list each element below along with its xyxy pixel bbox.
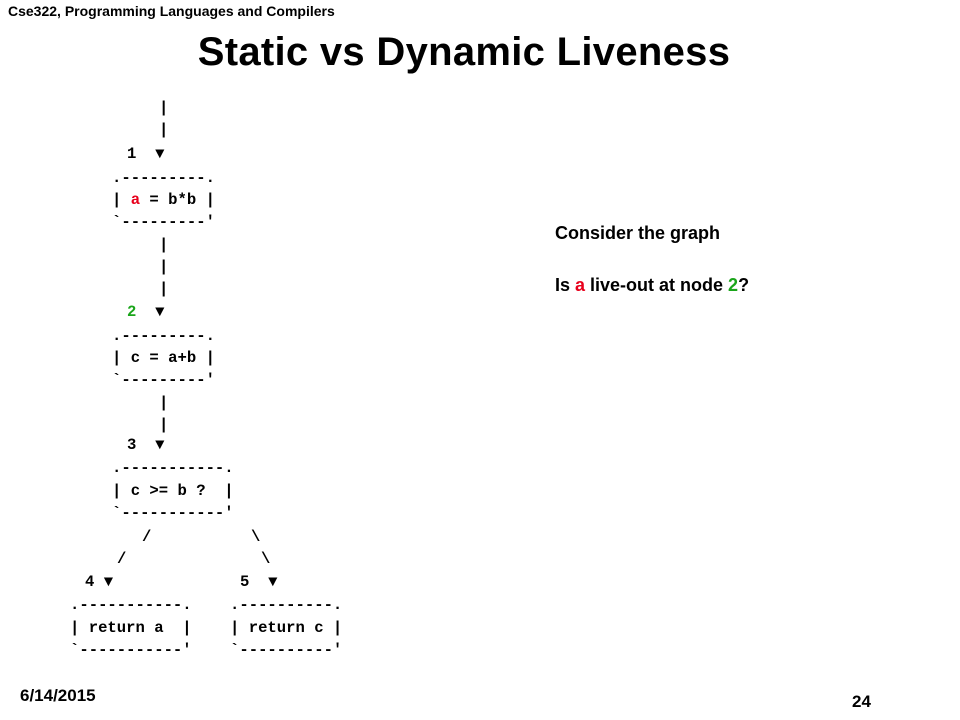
node-2-label: 2 ▼	[0, 301, 164, 323]
consider-text: Consider the graph	[555, 223, 721, 243]
arrow-down-icon: ▼	[155, 303, 165, 321]
node-4-box-mid: | return a |	[70, 619, 192, 637]
node-4-label: 4 ▼	[0, 571, 113, 593]
node-1-label: 1 ▼	[0, 143, 164, 165]
edge-line: |	[159, 258, 169, 276]
node-number: 5	[240, 573, 250, 591]
variable-a: a	[130, 191, 141, 209]
slide-title: Static vs Dynamic Liveness	[197, 30, 731, 74]
page-number: 24	[852, 692, 871, 711]
node-number: 4	[85, 573, 95, 591]
node-2-box-top: .---------.	[112, 327, 215, 345]
edge-line: |	[159, 236, 169, 254]
node-3-box-bottom: `-----------'	[112, 504, 234, 522]
arrow-down-icon: ▼	[155, 436, 165, 454]
box-border: |	[112, 191, 131, 209]
edge-line: |	[159, 121, 169, 139]
edge-line: |	[159, 394, 169, 412]
node-1-box-mid: | a = b*b |	[0, 189, 215, 211]
node-number: 1	[127, 145, 137, 163]
edge-line: |	[159, 280, 169, 298]
node-number: 2	[127, 303, 137, 321]
node-4-box-bottom: `-----------'	[70, 641, 192, 659]
course-header: Cse322, Programming Languages and Compil…	[8, 3, 335, 19]
branch-left-line: /	[117, 550, 127, 568]
branch-right-line: \	[261, 550, 271, 568]
node-1-box-bottom: `---------'	[112, 213, 215, 231]
node-4-box-top: .-----------.	[70, 596, 192, 614]
node-5-box-top: .----------.	[230, 596, 343, 614]
question-part: Is	[555, 275, 576, 295]
arrow-down-icon: ▼	[103, 573, 114, 591]
node-number: 3	[127, 436, 137, 454]
node-5-label: 5 ▼	[0, 571, 277, 593]
node-1-box-top: .---------.	[112, 169, 215, 187]
branch-left-line: /	[142, 528, 152, 546]
edge-line: |	[159, 99, 169, 117]
statement-text: = b*b |	[140, 191, 215, 209]
node-5-box-mid: | return c |	[230, 619, 343, 637]
footer-date: 6/14/2015	[20, 686, 96, 705]
arrow-down-icon: ▼	[155, 145, 165, 163]
node-5-box-bottom: `----------'	[230, 641, 343, 659]
node-ref: 2	[728, 275, 739, 295]
question-part: ?	[738, 275, 750, 295]
arrow-down-icon: ▼	[268, 573, 278, 591]
node-2-box-mid: | c = a+b |	[112, 349, 215, 367]
question-part: live-out at node	[585, 275, 729, 295]
edge-line: |	[159, 416, 169, 434]
node-3-box-mid: | c >= b ? |	[112, 482, 234, 500]
node-2-box-bottom: `---------'	[112, 371, 215, 389]
node-3-label: 3 ▼	[0, 434, 164, 456]
branch-right-line: \	[251, 528, 261, 546]
question-text: Is a live-out at node 2?	[555, 275, 749, 296]
variable-a: a	[575, 275, 586, 295]
node-3-box-top: .-----------.	[112, 459, 234, 477]
control-flow-graph: | | 1 ▼ .---------. | a = b*b | `-------…	[0, 99, 343, 659]
